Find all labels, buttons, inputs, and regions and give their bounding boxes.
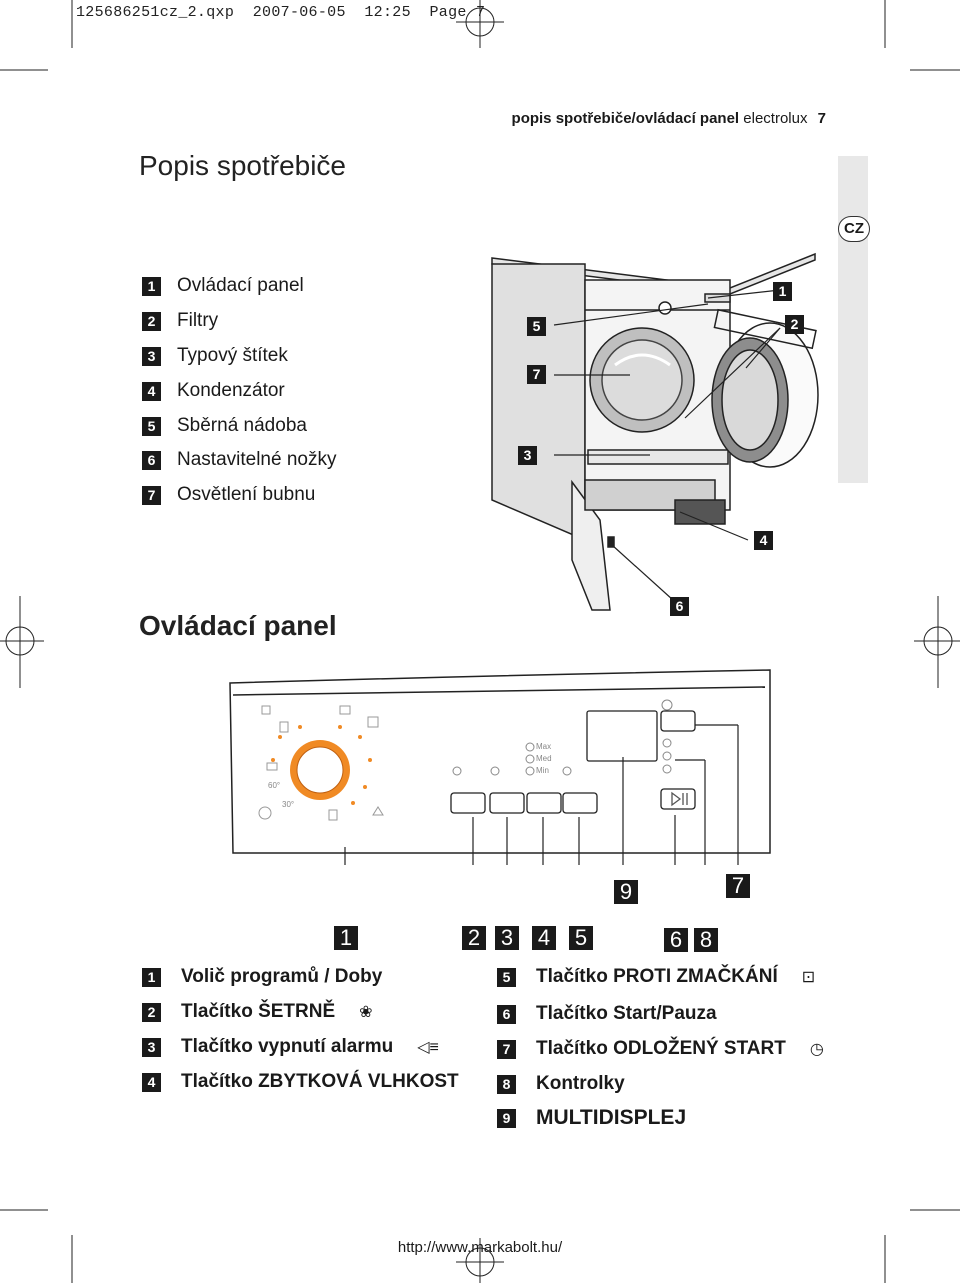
- legend-number: 2: [142, 1002, 161, 1022]
- timer-60-label: 60°: [268, 781, 281, 790]
- legend-number: 3: [142, 1037, 161, 1057]
- legend-item: 4 Tlačítko ZBYTKOVÁ VLHKOST: [142, 1071, 459, 1093]
- legend-item: 9 MULTIDISPLEJ: [497, 1106, 686, 1130]
- legend-number: 1: [142, 967, 161, 987]
- legend-item: 6 Tlačítko Start/Pauza: [497, 1003, 717, 1025]
- panel-callout-7: 7: [726, 874, 750, 898]
- list-item: 7 Osvětlení bubnu: [142, 484, 315, 506]
- legend-number: 6: [497, 1004, 516, 1024]
- callout-3: 3: [518, 446, 537, 465]
- item-label: Nastavitelné nožky: [177, 449, 337, 470]
- item-number: 1: [142, 276, 161, 296]
- list-item: 4 Kondenzátor: [142, 380, 285, 402]
- moisture-min-label: Min: [536, 766, 549, 775]
- slug-date: 2007-06-05: [252, 4, 346, 21]
- anti-crease-icon: ⊡: [801, 969, 816, 986]
- legend-label: Kontrolky: [536, 1073, 625, 1094]
- legend-label: MULTIDISPLEJ: [536, 1106, 687, 1129]
- callout-7: 7: [527, 365, 546, 384]
- item-number: 6: [142, 450, 161, 470]
- running-head-brand: electrolux: [743, 110, 808, 127]
- panel-callout-2: 2: [462, 926, 486, 950]
- legend-item: 3 Tlačítko vypnutí alarmu ◁≡: [142, 1036, 439, 1058]
- item-label: Filtry: [177, 310, 219, 331]
- item-number: 2: [142, 311, 161, 331]
- item-label: Ovládací panel: [177, 275, 304, 296]
- list-item: 5 Sběrná nádoba: [142, 415, 307, 437]
- list-item: 3 Typový štítek: [142, 345, 288, 367]
- panel-callout-8: 8: [694, 928, 718, 952]
- printer-slug: 125686251cz_2.qxp 2007-06-05 12:25 Page …: [76, 4, 485, 21]
- list-item: 2 Filtry: [142, 310, 218, 332]
- legend-label: Tlačítko ZBYTKOVÁ VLHKOST: [181, 1071, 459, 1092]
- dryer-illustration: [491, 252, 819, 611]
- timer-30-label: 30°: [282, 800, 295, 809]
- moisture-med-label: Med: [536, 754, 552, 763]
- clock-icon: ◷: [809, 1041, 824, 1058]
- moisture-max-label: Max: [536, 742, 552, 751]
- callout-2: 2: [785, 315, 804, 334]
- control-panel-illustration: [229, 669, 771, 865]
- item-number: 3: [142, 346, 161, 366]
- slug-time: 12:25: [364, 4, 411, 21]
- panel-callout-6: 6: [664, 928, 688, 952]
- legend-number: 5: [497, 967, 516, 987]
- section-title-control-panel: Ovládací panel: [139, 610, 337, 641]
- footer-url[interactable]: http://www.markabolt.hu/: [397, 1239, 563, 1256]
- panel-callout-3: 3: [495, 926, 519, 950]
- item-label: Typový štítek: [177, 345, 288, 366]
- panel-callout-4: 4: [532, 926, 556, 950]
- legend-number: 4: [142, 1072, 161, 1092]
- item-number: 7: [142, 485, 161, 505]
- legend-label: Volič programů / Doby: [181, 966, 383, 987]
- legend-item: 7 Tlačítko ODLOŽENÝ START ◷: [497, 1038, 824, 1060]
- legend-label: Tlačítko PROTI ZMAČKÁNÍ: [536, 966, 778, 987]
- buzzer-off-icon: ◁≡: [417, 1039, 439, 1056]
- slug-page: Page 7: [429, 4, 486, 21]
- legend-label: Tlačítko ODLOŽENÝ START: [536, 1038, 786, 1059]
- language-tab: CZ: [838, 216, 870, 242]
- legend-number: 9: [497, 1108, 516, 1128]
- item-number: 5: [142, 416, 161, 436]
- list-item: 1 Ovládací panel: [142, 275, 304, 297]
- running-head-page: 7: [817, 110, 826, 127]
- panel-callout-9: 9: [614, 880, 638, 904]
- item-label: Sběrná nádoba: [177, 415, 307, 436]
- slug-file: 125686251cz_2.qxp: [76, 4, 235, 21]
- legend-label: Tlačítko ŠETRNĚ: [181, 1001, 336, 1022]
- callout-6: 6: [670, 597, 689, 616]
- list-item: 6 Nastavitelné nožky: [142, 449, 336, 471]
- legend-label: Tlačítko vypnutí alarmu: [181, 1036, 394, 1057]
- legend-item: 5 Tlačítko PROTI ZMAČKÁNÍ ⊡: [497, 966, 815, 988]
- panel-callout-5: 5: [569, 926, 593, 950]
- item-label: Kondenzátor: [177, 380, 285, 401]
- legend-number: 7: [497, 1039, 516, 1059]
- legend-label: Tlačítko Start/Pauza: [536, 1003, 717, 1024]
- language-sidebar: [838, 156, 868, 483]
- running-head: popis spotřebiče/ovládací panel electrol…: [512, 110, 826, 127]
- item-label: Osvětlení bubnu: [177, 484, 316, 505]
- callout-1: 1: [773, 282, 792, 301]
- legend-item: 8 Kontrolky: [497, 1073, 625, 1095]
- section-title-description: Popis spotřebiče: [139, 150, 347, 181]
- panel-callout-1: 1: [334, 926, 358, 950]
- item-number: 4: [142, 381, 161, 401]
- legend-item: 1 Volič programů / Doby: [142, 966, 382, 988]
- callout-5: 5: [527, 317, 546, 336]
- legend-item: 2 Tlačítko ŠETRNĚ ❀: [142, 1001, 373, 1023]
- callout-4: 4: [754, 531, 773, 550]
- legend-number: 8: [497, 1074, 516, 1094]
- running-head-title: popis spotřebiče/ovládací panel: [511, 110, 740, 127]
- flower-icon: ❀: [359, 1004, 373, 1021]
